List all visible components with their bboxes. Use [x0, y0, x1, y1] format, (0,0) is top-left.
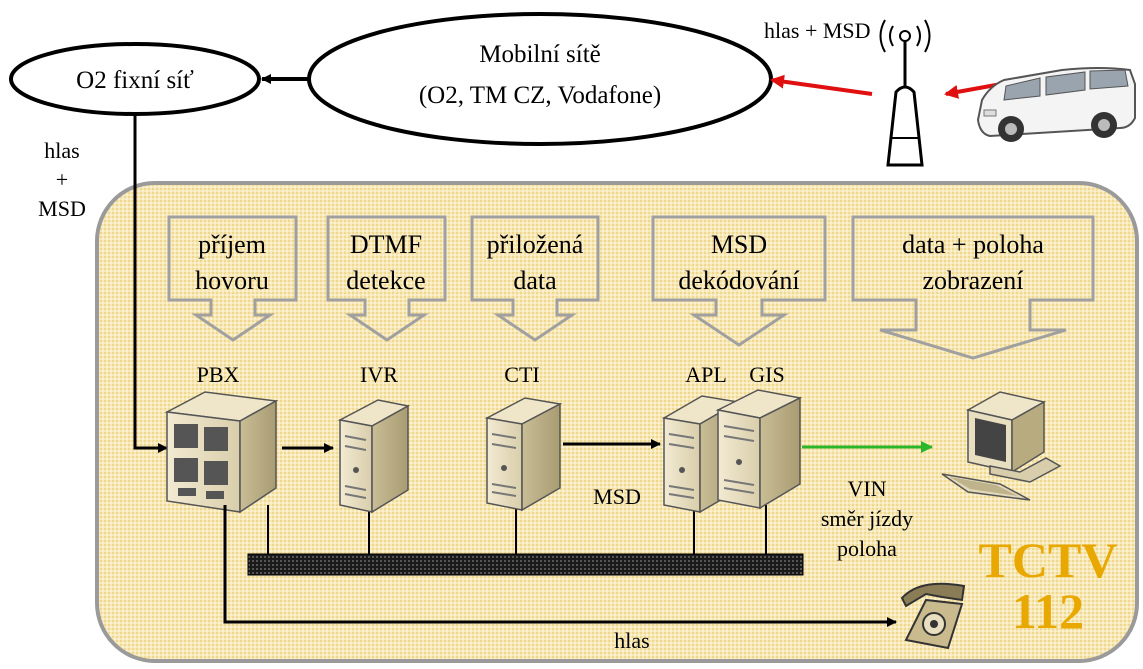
function-label-line1: DTMF — [350, 230, 422, 259]
system-label-ivr: IVR — [360, 362, 398, 387]
function-callout-dtmf: DTMF detekce — [326, 215, 447, 342]
function-label-line2: data — [513, 266, 557, 295]
fixed-network-label: O2 fixní síť — [76, 67, 194, 94]
mobile-networks: Mobilní sítě (O2, TM CZ, Vodafone) — [307, 12, 773, 146]
system-label-cti: CTI — [504, 362, 539, 387]
cti-server-icon — [484, 397, 563, 512]
function-callout-msd-decoding: MSD dekódování — [651, 215, 827, 347]
center-number: 112 — [1012, 583, 1084, 639]
system-label-pbx: PBX — [197, 362, 240, 387]
flow-label-position: poloha — [837, 536, 897, 561]
input-label-plus: + — [56, 167, 68, 192]
function-label-line1: příjem — [198, 230, 266, 259]
mobile-networks-operators: (O2, TM CZ, Vodafone) — [419, 82, 661, 109]
function-label-line2: dekódování — [678, 266, 799, 295]
function-label-line2: zobrazení — [922, 266, 1023, 295]
function-label-line2: hovoru — [195, 266, 269, 295]
workstation-icon — [941, 391, 1062, 501]
function-label-line2: detekce — [346, 266, 425, 295]
network-bus — [247, 553, 804, 576]
pbx-device-icon — [164, 391, 279, 514]
function-callout-call-reception: příjem hovoru — [167, 215, 298, 342]
function-callout-data-display: data + poloha zobrazení — [851, 215, 1095, 360]
function-label-line1: MSD — [711, 230, 767, 259]
flow-label-voice: hlas — [614, 628, 649, 653]
center-title: TCTV — [979, 532, 1118, 588]
gis-server-icon — [715, 389, 803, 510]
flow-label-direction: směr jízdy — [821, 506, 913, 531]
car-icon — [976, 67, 1136, 142]
antenna-icon — [879, 19, 931, 167]
pbx-to-phone-line — [223, 505, 897, 627]
input-label-voice: hlas — [44, 138, 79, 163]
phone-icon — [900, 582, 966, 650]
function-label-line1: data + poloha — [902, 230, 1044, 259]
flow-label-vin: VIN — [847, 476, 886, 501]
tctv-panel — [95, 181, 1139, 663]
function-callout-attached-data: přiložená data — [470, 215, 600, 342]
ivr-server-icon — [337, 399, 411, 514]
input-label-msd: MSD — [38, 196, 86, 221]
function-label-line1: přiložená — [487, 230, 584, 259]
antenna-label: hlas + MSD — [764, 18, 871, 43]
flow-label-msd: MSD — [593, 484, 641, 509]
system-label-gis: GIS — [749, 362, 784, 387]
o2-fixed-network: O2 fixní síť — [9, 42, 261, 116]
mobile-networks-title: Mobilní sítě — [479, 41, 601, 68]
antenna-to-mobile-arrow — [770, 74, 873, 96]
system-label-apl: APL — [685, 362, 727, 387]
fixed-to-pbx-line — [133, 114, 168, 453]
input-label: hlas + MSD — [38, 138, 86, 221]
